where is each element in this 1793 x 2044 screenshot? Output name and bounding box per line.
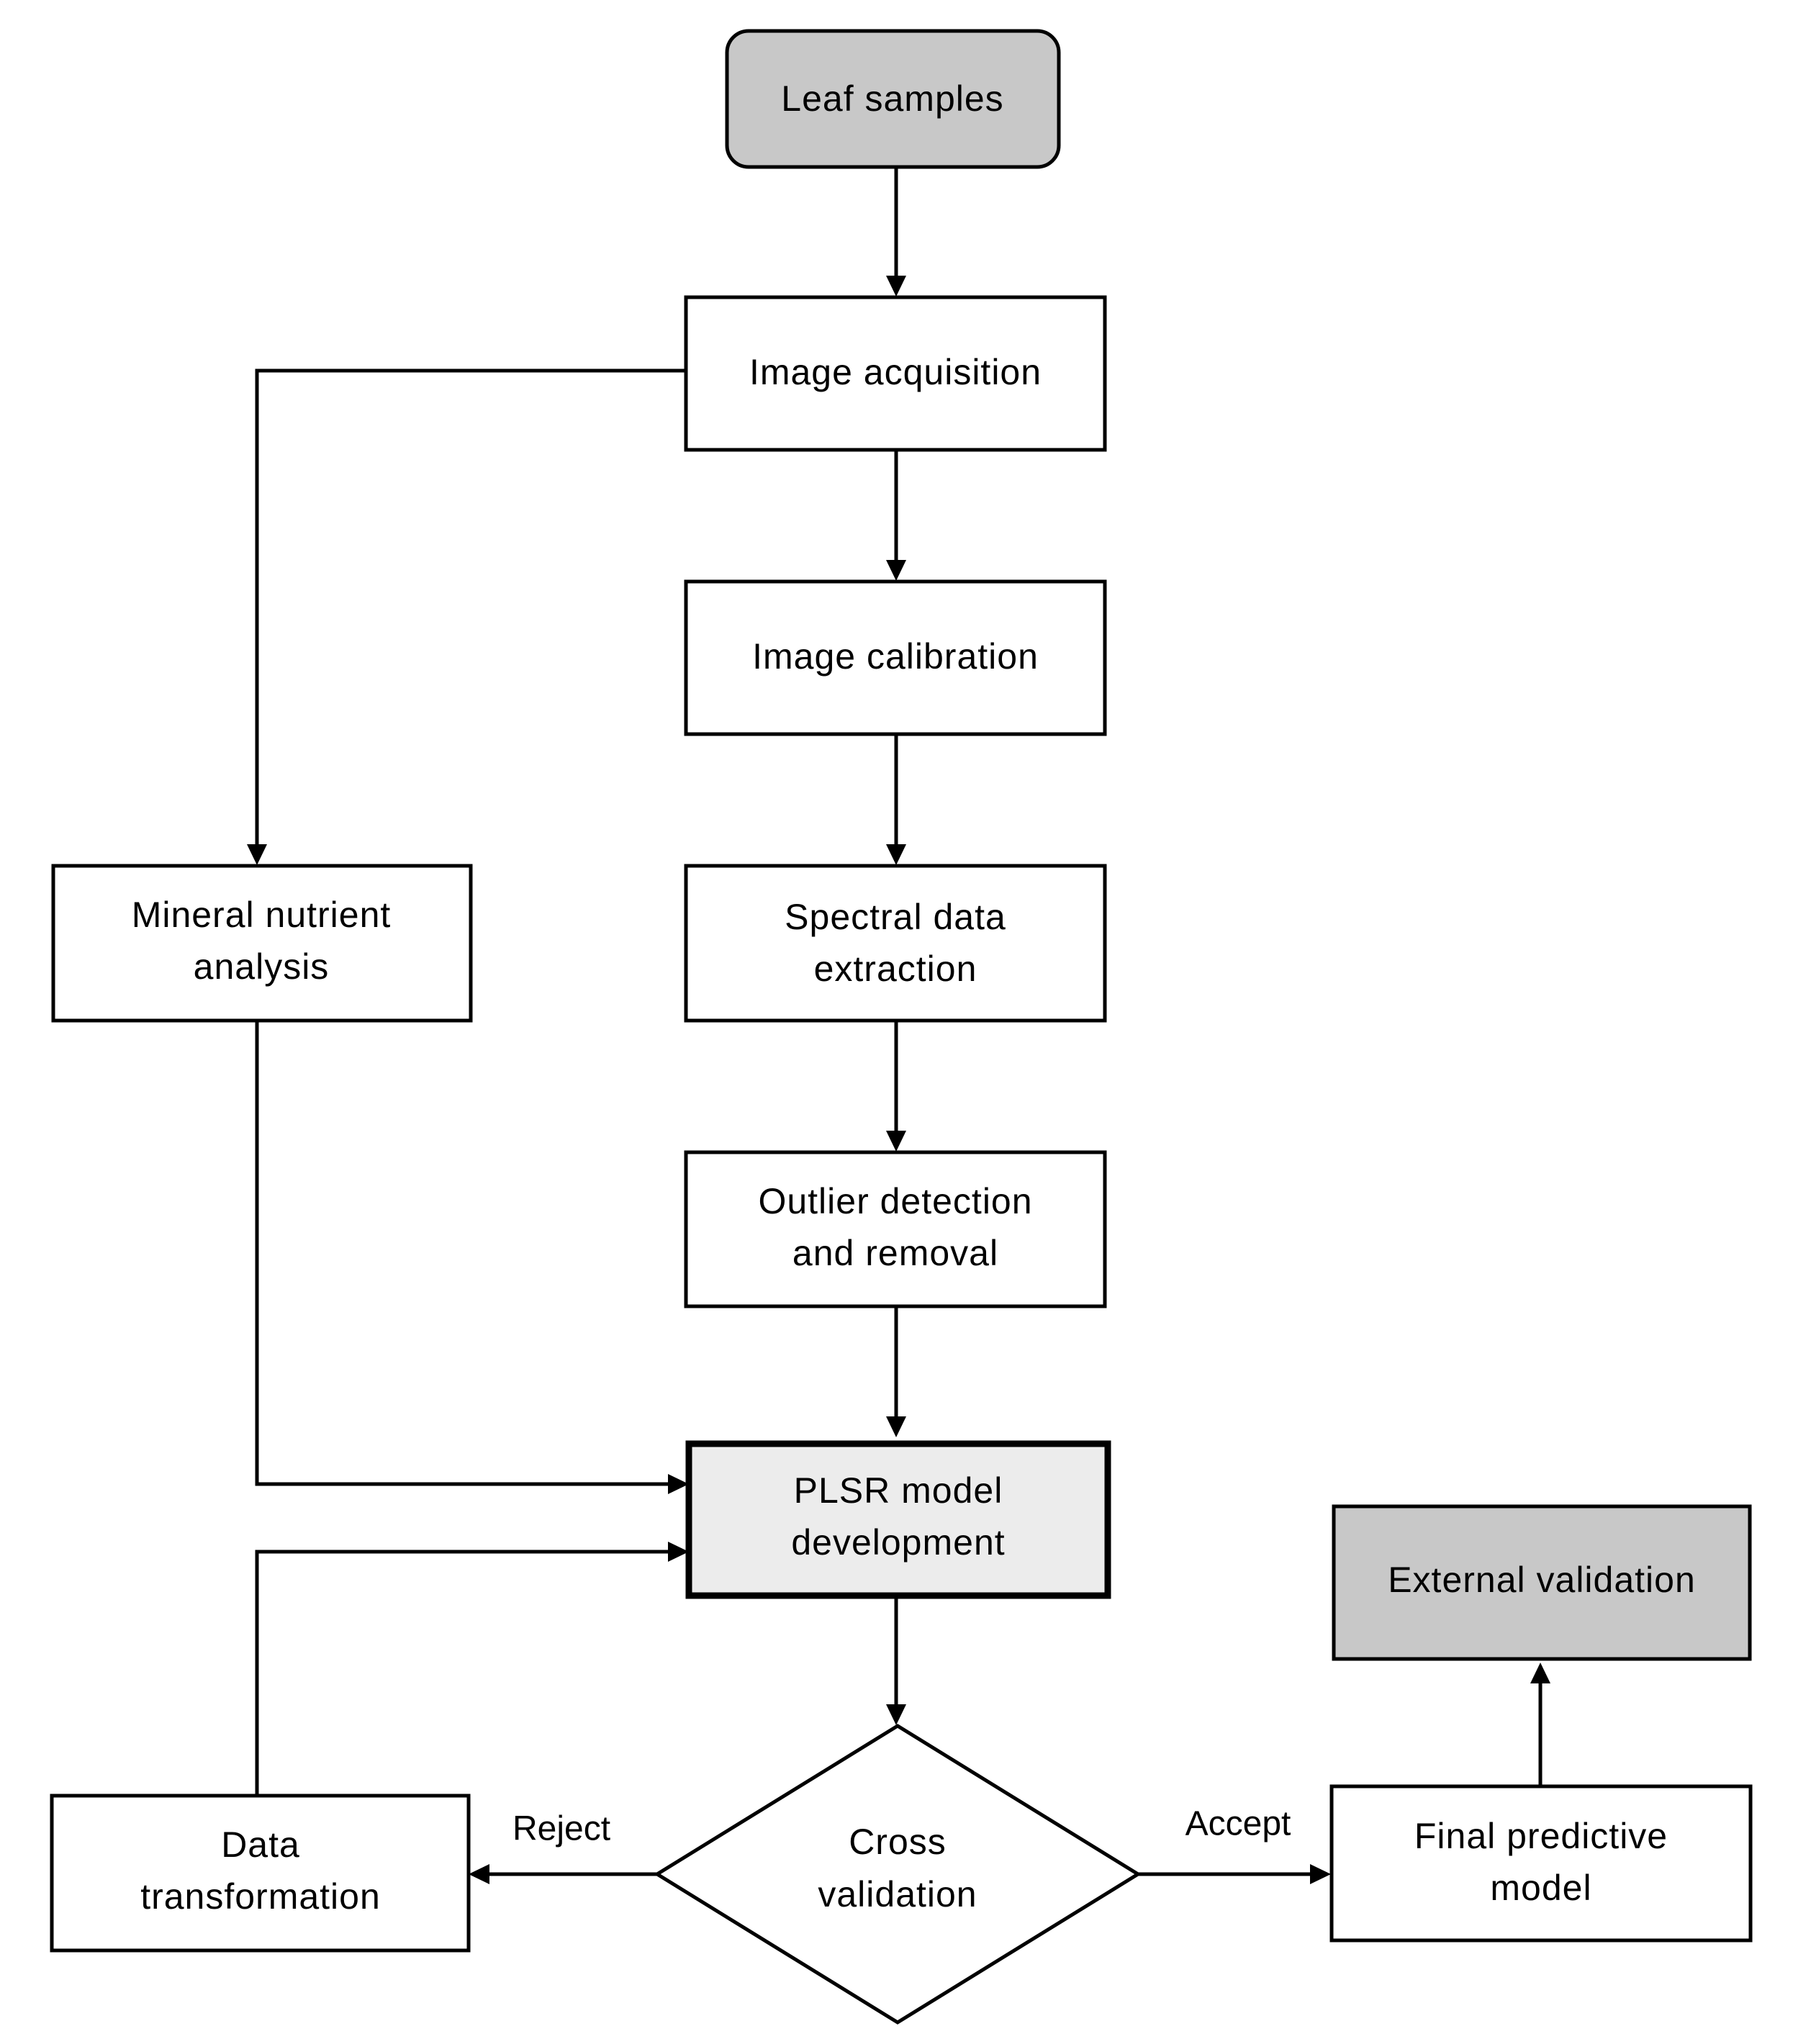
- accept-label: Accept: [1185, 1805, 1291, 1843]
- node-data-transformation: Data transformation: [50, 1794, 471, 1953]
- mineral-analysis-line2: analysis: [194, 946, 330, 987]
- spectral-extraction-line1: Spectral data: [785, 897, 1006, 937]
- arrowhead-plsr-feedback-icon: [668, 1542, 689, 1562]
- data-transformation-line1: Data: [221, 1824, 300, 1865]
- connectors: [247, 167, 1550, 1884]
- node-spectral-extraction: Spectral data extraction: [684, 864, 1107, 1023]
- arrow-acquisition-to-mineral: [255, 368, 686, 846]
- arrowhead-final-icon: [1310, 1864, 1331, 1884]
- cross-validation-diamond: [654, 1724, 1142, 2025]
- plsr-model-box: [685, 1440, 1111, 1599]
- data-transformation-line2: transformation: [140, 1876, 381, 1917]
- arrowhead-spectral-icon: [886, 844, 906, 865]
- reject-label: Reject: [512, 1810, 610, 1848]
- arrow-transformation-to-plsr: [255, 1550, 669, 1796]
- arrowhead-calibration-icon: [886, 560, 906, 581]
- arrowhead-transformation-icon: [469, 1864, 489, 1884]
- plsr-model-line2: development: [791, 1522, 1005, 1563]
- mineral-analysis-box: [51, 864, 473, 1023]
- arrowhead-plsr-left-icon: [668, 1474, 689, 1494]
- arrowhead-plsr-icon: [886, 1416, 906, 1437]
- cross-validation-line1: Cross: [849, 1822, 947, 1862]
- arrowhead-acquisition-icon: [886, 276, 906, 297]
- outlier-detection-line1: Outlier detection: [758, 1181, 1032, 1221]
- arrowhead-cross-icon: [886, 1704, 906, 1725]
- data-transformation-box: [50, 1794, 471, 1953]
- outlier-detection-line2: and removal: [792, 1233, 998, 1273]
- image-calibration-label: Image calibration: [752, 636, 1039, 677]
- arrowhead-outlier-icon: [886, 1131, 906, 1152]
- node-plsr-model: PLSR model development: [685, 1440, 1111, 1599]
- arrowhead-mineral-icon: [247, 844, 267, 865]
- mineral-analysis-line1: Mineral nutrient: [132, 895, 392, 935]
- outlier-detection-box: [684, 1150, 1107, 1308]
- image-calibration-box: [684, 579, 1107, 736]
- node-cross-validation: Cross validation: [654, 1724, 1142, 2025]
- spectral-extraction-line2: extraction: [814, 949, 977, 989]
- leaf-samples-label: Leaf samples: [781, 78, 1003, 119]
- arrow-mineral-to-plsr: [255, 1021, 669, 1486]
- image-acquisition-box: [684, 295, 1107, 452]
- node-outlier-detection: Outlier detection and removal: [684, 1150, 1107, 1308]
- spectral-extraction-box: [684, 864, 1107, 1023]
- node-leaf-samples: Leaf samples: [725, 29, 1061, 169]
- leaf-samples-box: [725, 29, 1061, 169]
- external-validation-label: External validation: [1388, 1560, 1696, 1600]
- final-model-box: [1329, 1784, 1753, 1943]
- node-mineral-analysis: Mineral nutrient analysis: [51, 864, 473, 1023]
- node-image-acquisition: Image acquisition: [684, 295, 1107, 452]
- external-validation-box: [1332, 1504, 1752, 1661]
- plsr-model-line1: PLSR model: [794, 1470, 1003, 1511]
- node-image-calibration: Image calibration: [684, 579, 1107, 736]
- arrowhead-external-icon: [1530, 1663, 1550, 1683]
- node-external-validation: External validation: [1332, 1504, 1752, 1661]
- cross-validation-line2: validation: [818, 1874, 977, 1914]
- node-final-model: Final predictive model: [1329, 1784, 1753, 1943]
- image-acquisition-label: Image acquisition: [749, 352, 1042, 392]
- final-model-line2: model: [1490, 1868, 1591, 1908]
- final-model-line1: Final predictive: [1414, 1816, 1668, 1856]
